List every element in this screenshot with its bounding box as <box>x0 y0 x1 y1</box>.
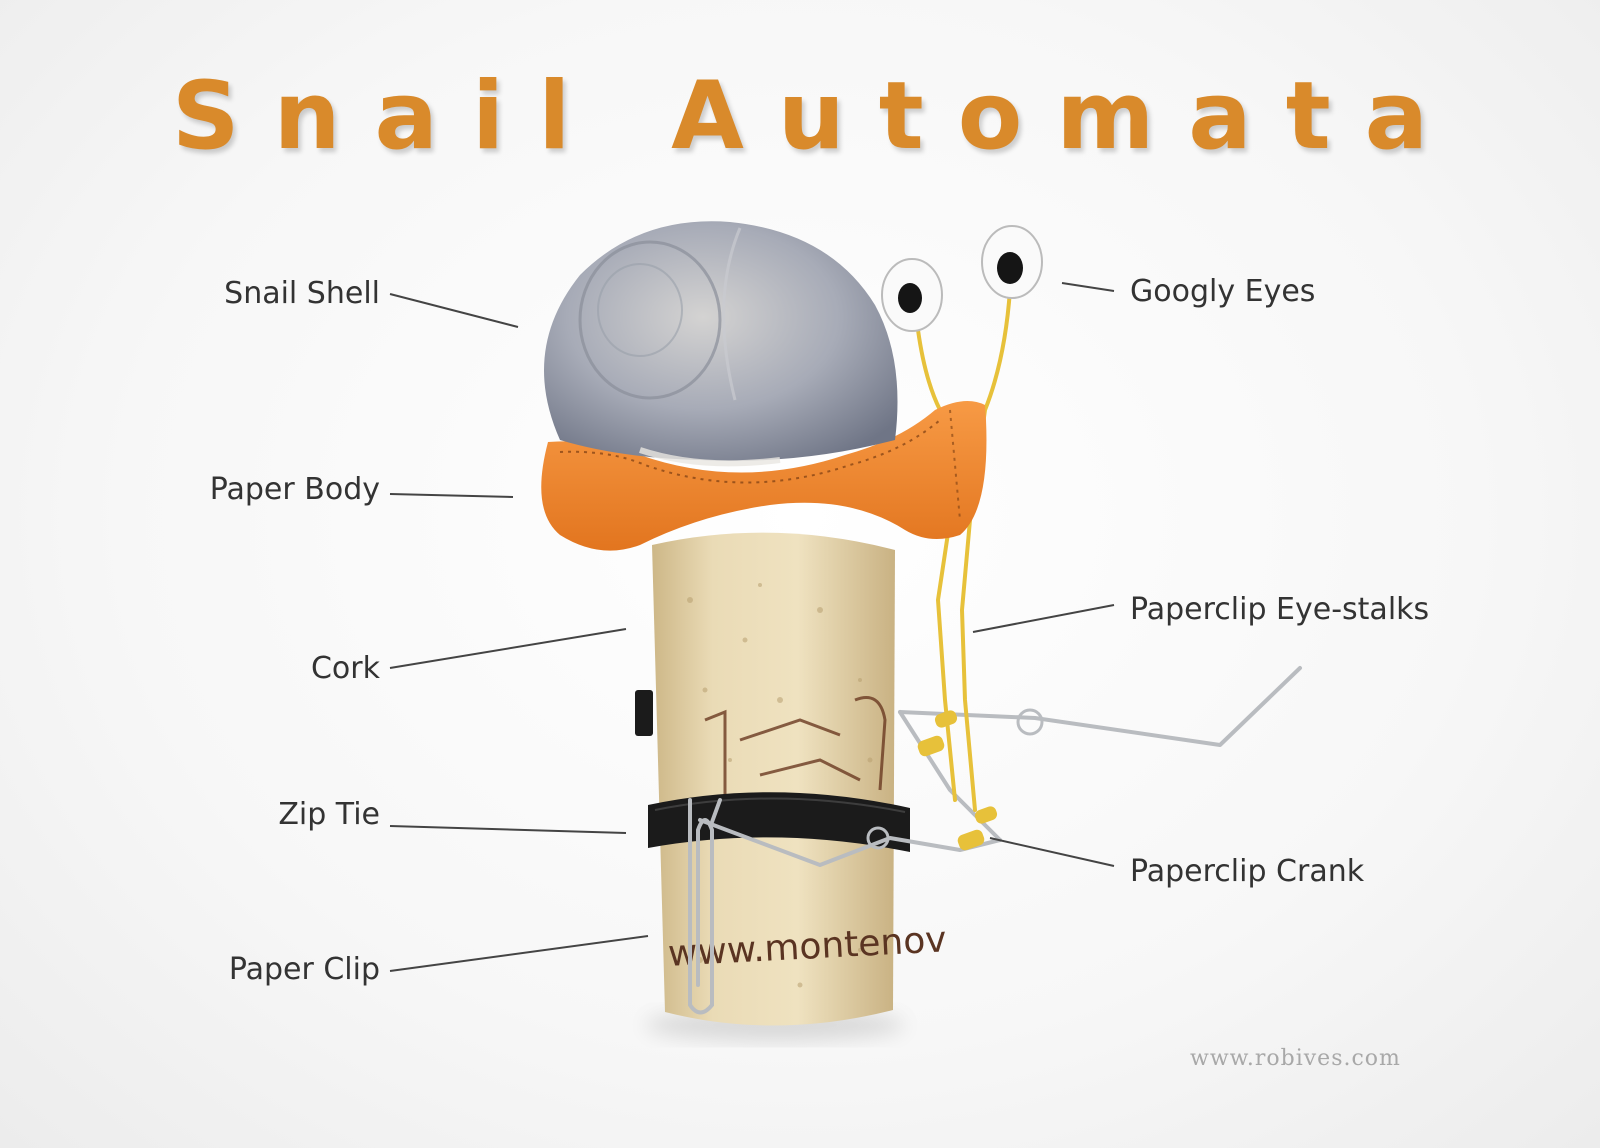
label-paper-clip: Paper Clip <box>228 952 380 987</box>
paper-body <box>541 401 987 551</box>
googly-eyes <box>881 225 1043 332</box>
label-crank: Paperclip Crank <box>1130 854 1365 889</box>
leader-paper-clip <box>389 935 649 972</box>
label-zip-tie: Zip Tie <box>278 797 380 832</box>
label-paper-body: Paper Body <box>209 472 380 507</box>
leader-lines <box>389 282 1115 972</box>
leader-crank <box>989 837 1115 867</box>
leader-zip-tie <box>389 825 627 834</box>
label-eye-stalks: Paperclip Eye-stalks <box>1130 592 1430 627</box>
paper-clip <box>688 798 722 1015</box>
leader-eye-stalks <box>972 604 1115 633</box>
paperclip-eye-stalks <box>916 288 1012 851</box>
label-snail-shell: Snail Shell <box>224 276 380 311</box>
leader-cork <box>389 628 627 669</box>
label-googly-eyes: Googly Eyes <box>1130 274 1316 309</box>
label-cork: Cork <box>310 651 380 686</box>
snail-shell <box>544 221 898 467</box>
leader-paper-body <box>389 493 514 498</box>
leader-googly-eyes <box>1061 282 1115 292</box>
leader-snail-shell <box>389 293 519 328</box>
page-title: Snail Automata <box>171 62 1463 171</box>
watermark: www.robives.com <box>1190 1046 1401 1071</box>
